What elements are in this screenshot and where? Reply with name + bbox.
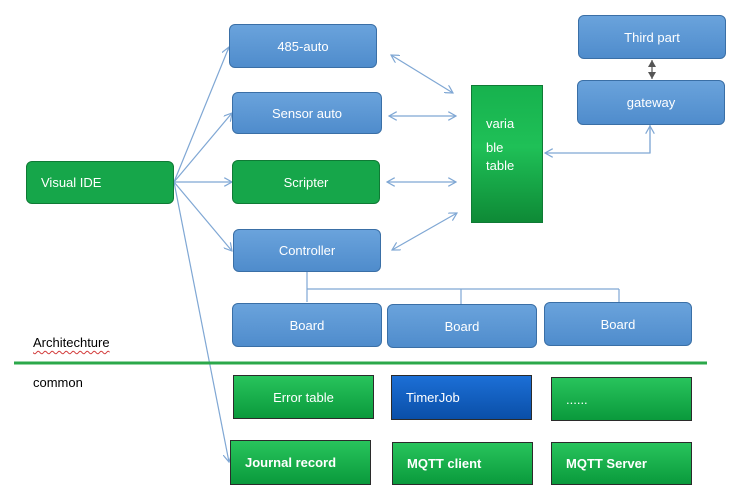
timerjob-label: TimerJob [406,390,460,405]
more-modules-box: ...... [551,377,692,421]
controller-box: Controller [233,229,381,272]
visual-ide-label: Visual IDE [41,175,102,190]
board-label-2: Board [444,318,480,334]
scripter-label: Scripter [283,174,329,190]
arrow-ide-to-controller [173,181,232,251]
mqtt-client-box: MQTT client [392,442,533,485]
arrow-gateway-variable-table [545,125,651,153]
485-auto-box: 485-auto [229,24,377,68]
arrow-controller-variable-table [392,213,457,250]
board-box-1: Board [232,303,382,347]
third-part-box: Third part [578,15,726,59]
more-modules-label: ...... [566,391,588,407]
journal-record-box: Journal record [230,440,371,485]
gateway-label: gateway [626,95,676,110]
variable-table-line-2: ble [486,140,504,155]
error-table-box: Error table [233,375,374,419]
variable-table-box: varia ble table [471,85,543,223]
scripter-box: Scripter [232,160,380,204]
mqtt-server-label: MQTT Server [566,456,647,471]
controller-label: Controller [278,243,336,258]
journal-record-label: Journal record [245,455,337,470]
board-box-2: Board [387,304,537,348]
timerjob-box: TimerJob [391,375,532,420]
variable-table-line-1: varia [486,116,515,131]
arrow-ide-to-485 [173,47,229,183]
sensor-auto-label: Sensor auto [271,105,343,121]
board-label-1: Board [289,317,325,333]
mqtt-client-label: MQTT client [407,456,482,471]
arrow-ide-to-journal [173,181,229,462]
485-auto-label: 485-auto [277,38,329,54]
board-box-3: Board [544,302,692,346]
mqtt-server-box: MQTT Server [551,442,692,485]
gateway-box: gateway [577,80,725,125]
arrow-485-variable-table [391,55,453,93]
sensor-auto-box: Sensor auto [232,92,382,134]
error-table-label: Error table [273,389,334,405]
architecture-section-label: Architechture [33,335,110,350]
visual-ide-box: Visual IDE [26,161,174,204]
third-part-label: Third part [624,29,680,45]
common-section-label: common [33,375,83,390]
variable-table-line-3: table [486,158,515,173]
board-label-3: Board [600,316,636,332]
arrow-ide-to-sensor [173,113,232,183]
